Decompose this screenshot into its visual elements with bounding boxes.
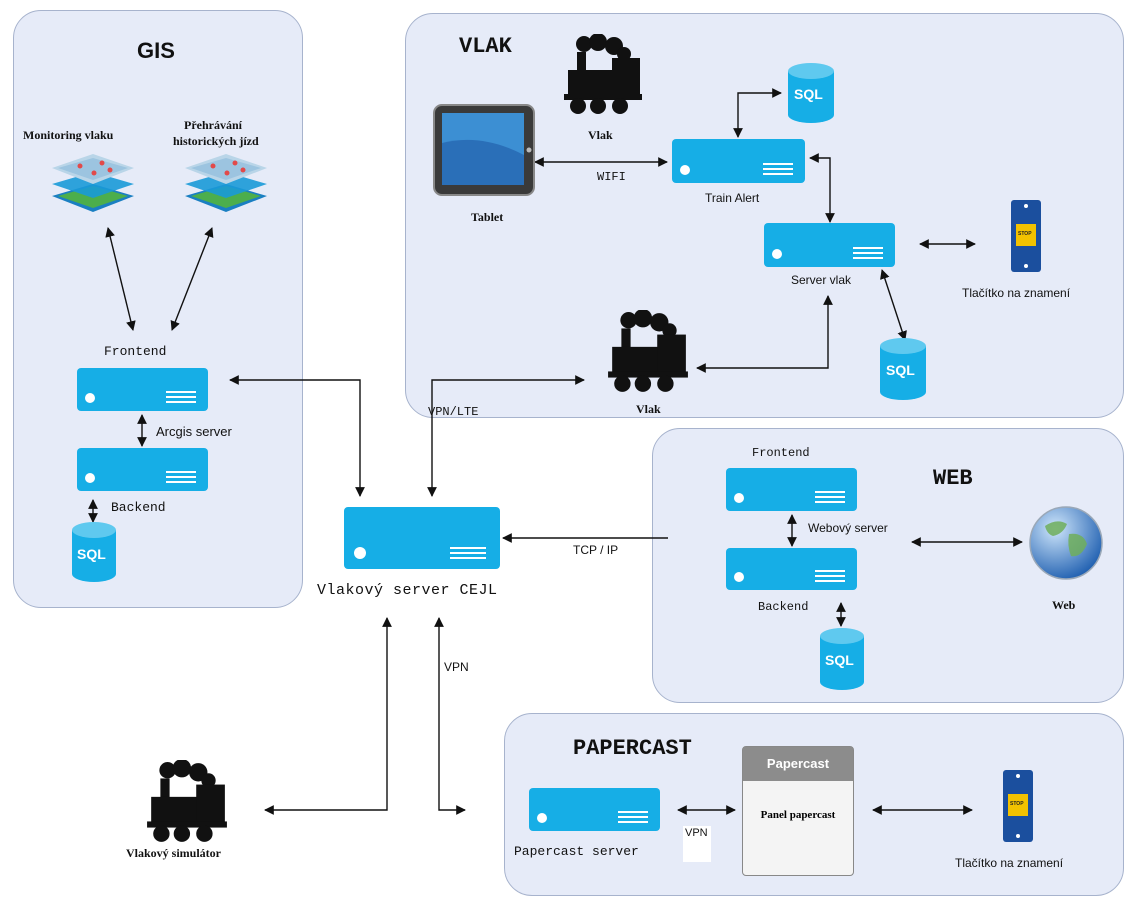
gis-frontend-server-icon <box>77 368 208 411</box>
vlak-sql-top-label: SQL <box>794 86 823 102</box>
server-vlak-label: Server vlak <box>791 273 852 287</box>
gis-sql-database-icon: SQL <box>72 522 116 582</box>
map-layers-icon <box>52 154 134 212</box>
web-frontend-server-icon <box>726 468 857 511</box>
gis-backend-label: Backend <box>111 500 166 515</box>
map-layers-history-icon <box>185 154 267 212</box>
train-alert-label: Train Alert <box>705 191 760 205</box>
vlak-sql-bottom-label: SQL <box>886 362 915 378</box>
wifi-label: WIFI <box>597 170 626 184</box>
papercast-display-panel: Papercast Panel papercast <box>742 746 854 876</box>
server-vlak-icon <box>764 223 895 267</box>
vlak-sql-bottom-icon: SQL <box>880 338 926 400</box>
web-backend-server-icon <box>726 548 857 590</box>
vpn-label-box <box>683 826 711 862</box>
vpn-lte-label: VPN/LTE <box>428 405 479 419</box>
papercast-vpn-label: VPN <box>685 827 708 839</box>
playback-label-2: historických jízd <box>173 134 259 148</box>
gis-panel <box>13 10 303 608</box>
train-simulator-icon <box>147 760 227 842</box>
stop-text-papercast: STOP <box>1010 801 1024 807</box>
button-label-vlak: Tlačítko na znamení <box>962 286 1071 300</box>
train-icon-top <box>564 34 642 114</box>
web-label: Web <box>1052 598 1076 612</box>
train-bottom-label: Vlak <box>636 402 661 416</box>
gis-frontend-label: Frontend <box>104 344 167 359</box>
gis-sql-label: SQL <box>77 546 106 562</box>
arrow-center-papercast <box>434 617 466 815</box>
papercast-title: PAPERCAST <box>573 736 692 761</box>
papercast-server-label: Papercast server <box>514 844 639 859</box>
tablet-label: Tablet <box>471 210 504 224</box>
center-server-icon <box>344 507 500 569</box>
vlak-title: VLAK <box>459 34 512 59</box>
monitoring-label: Monitoring vlaku <box>23 128 114 142</box>
gis-backend-server-icon <box>77 448 208 491</box>
button-label-papercast: Tlačítko na znamení <box>955 856 1064 870</box>
papercast-panel-body: Panel papercast <box>760 809 836 821</box>
web-backend-label: Backend <box>758 600 809 614</box>
arcgis-label: Arcgis server <box>156 424 232 439</box>
globe-icon <box>1029 506 1103 580</box>
stop-button-icon-papercast: STOP <box>1003 770 1033 842</box>
papercast-panel-header: Papercast <box>743 747 853 781</box>
simulator-label: Vlakový simulátor <box>126 846 222 860</box>
playback-label-1: Přehrávání <box>184 118 242 132</box>
vlak-sql-top-icon: SQL <box>788 63 834 123</box>
web-frontend-label: Frontend <box>752 446 810 460</box>
center-vpn-label: VPN <box>444 660 469 674</box>
train-icon-bottom <box>608 310 688 392</box>
web-sql-database-icon: SQL <box>820 628 864 690</box>
gis-title: GIS <box>137 38 175 63</box>
train-top-label: Vlak <box>588 128 613 142</box>
center-server-label: Vlakový server CEJL <box>317 582 498 599</box>
tablet-icon <box>433 104 535 196</box>
web-title: WEB <box>933 466 973 491</box>
webserver-label: Webový server <box>808 521 888 535</box>
stop-text-vlak: STOP <box>1018 231 1032 237</box>
papercast-server-icon <box>529 788 660 831</box>
tcpip-label: TCP / IP <box>573 543 619 557</box>
train-alert-server-icon <box>672 139 805 183</box>
stop-button-icon-vlak: STOP <box>1011 200 1041 272</box>
arrow-center-simulator <box>264 617 392 815</box>
web-sql-label: SQL <box>825 652 854 668</box>
